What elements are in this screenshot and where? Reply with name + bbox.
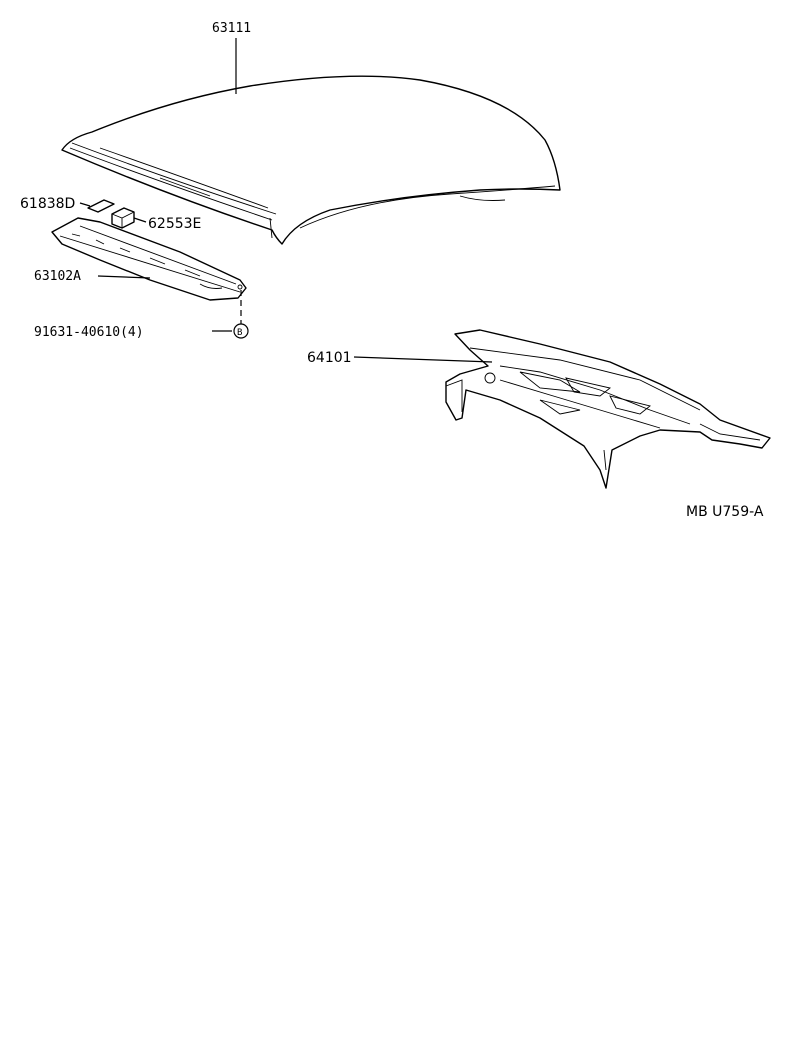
- insulator-pad-a-label: 61838D: [20, 196, 75, 212]
- bolt-label: 91631-40610(4): [34, 325, 144, 340]
- figure-code-label: MB U759-A: [686, 504, 764, 520]
- insulator-pad-b-label: 62553E: [148, 216, 201, 232]
- bolt-marker-circle: [233, 323, 249, 339]
- insulator-pad-b-leader: [133, 217, 147, 223]
- package-tray-panel-label: 64101: [307, 350, 352, 366]
- insulator-pad-a-leader: [79, 202, 91, 207]
- roof-panel-drawing: [61, 75, 561, 245]
- package-tray-panel-leader: [353, 356, 493, 363]
- roof-panel-label: 63111: [212, 21, 251, 36]
- insulator-pad-a-drawing: [87, 199, 115, 213]
- insulator-pad-b-drawing: [111, 207, 135, 229]
- roof-reinforcement-drawing: [51, 217, 247, 301]
- package-tray-panel-drawing: [445, 329, 771, 489]
- roof-reinforcement-leader: [97, 275, 151, 279]
- bolt-marker-label: B: [237, 328, 242, 338]
- roof-reinforcement-label: 63102A: [34, 269, 81, 284]
